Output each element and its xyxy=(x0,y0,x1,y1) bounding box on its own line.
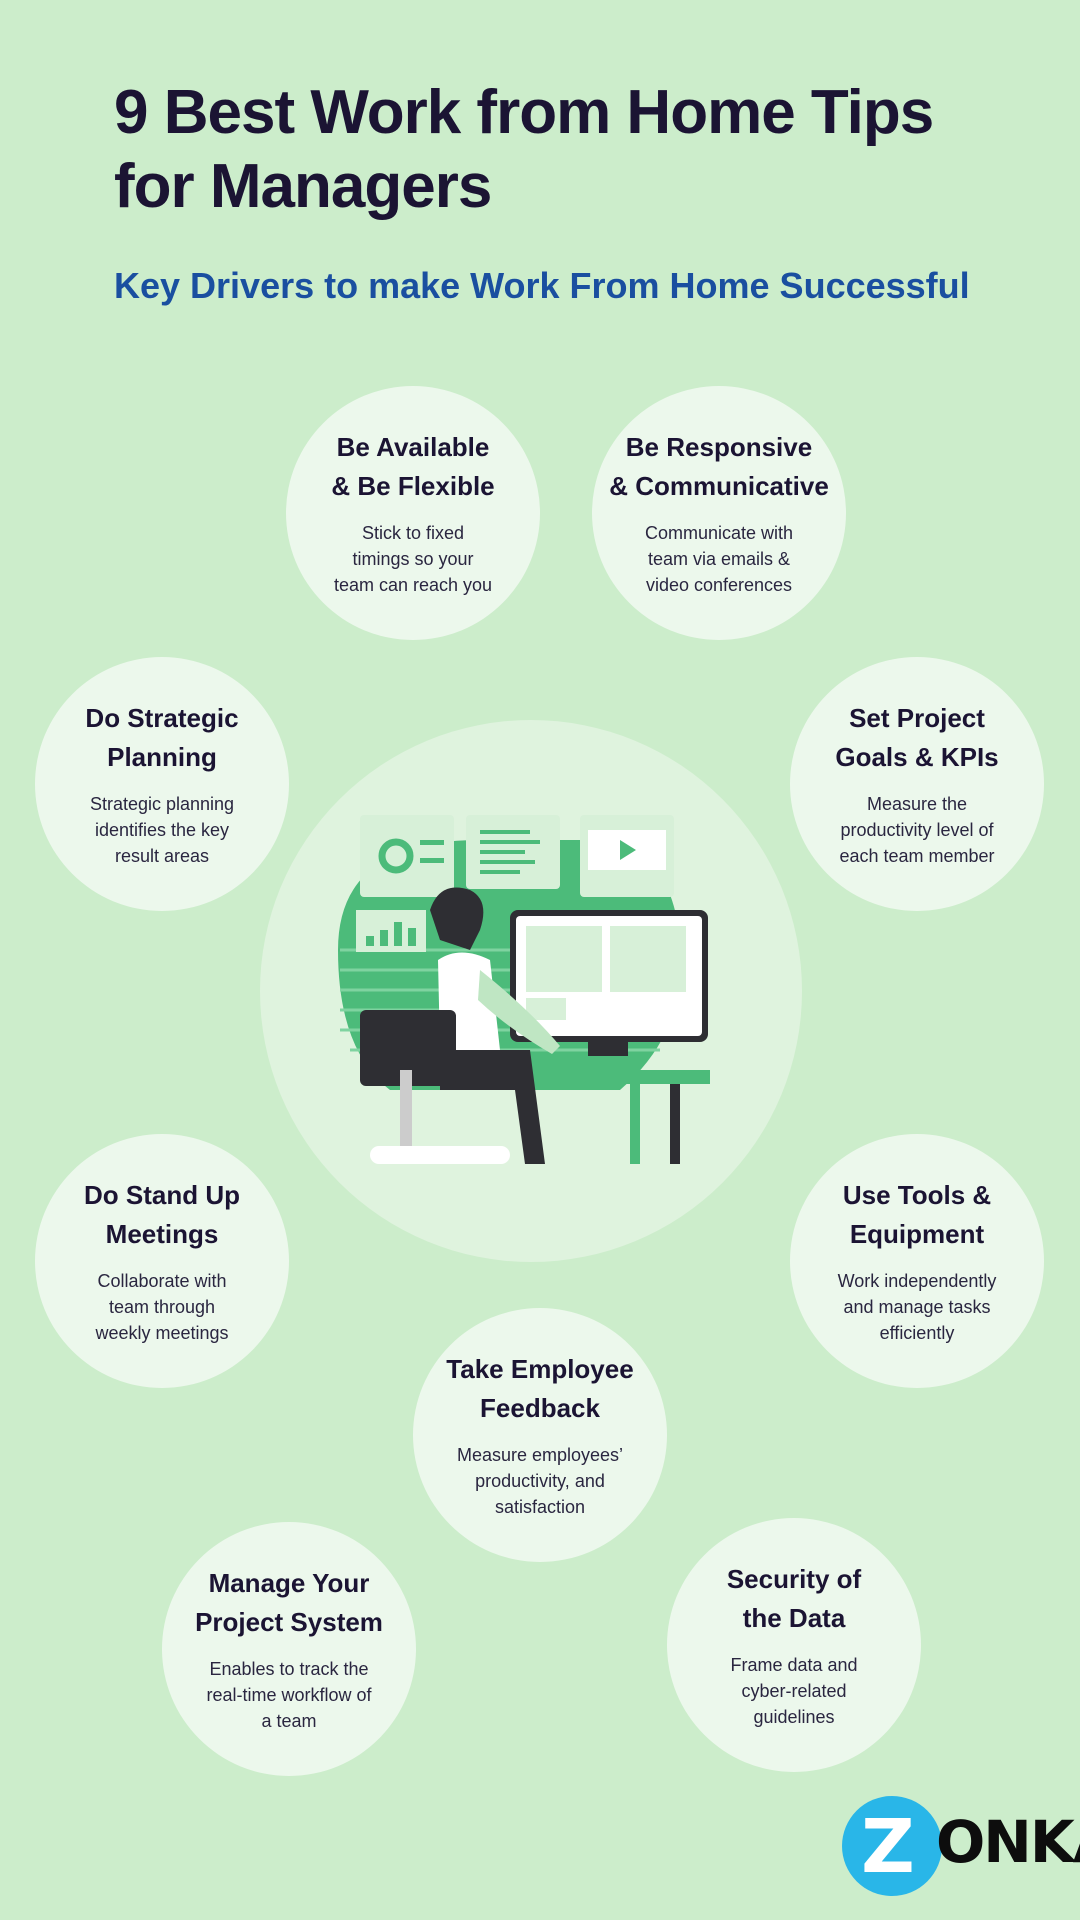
tip-be-available: Be Available & Be Flexible Stick to fixe… xyxy=(286,386,540,640)
zonka-logo: Z ONKA xyxy=(832,1794,1080,1898)
tip-title: Do Strategic Planning xyxy=(85,703,239,772)
logo-letter: Z xyxy=(861,1804,915,1890)
tip-strategic-planning: Do Strategic Planning Strategic planning… xyxy=(35,657,289,911)
tip-text: Measure employees’ productivity, and sat… xyxy=(456,1445,624,1517)
tip-text: Frame data and cyber-related guidelines xyxy=(730,1655,858,1727)
tip-title: Take Employee Feedback xyxy=(446,1354,634,1423)
tip-text: Stick to fixed timings so your team can … xyxy=(333,523,493,595)
tip-text: Measure the productivity level of each t… xyxy=(839,794,995,866)
tip-project-goals: Set Project Goals & KPIs Measure the pro… xyxy=(790,657,1044,911)
tip-text: Enables to track the real-time workflow … xyxy=(206,1659,372,1731)
tip-title: Security of the Data xyxy=(726,1564,862,1633)
tip-text: Work independently and manage tasks effi… xyxy=(837,1271,997,1343)
tip-title: Do Stand Up Meetings xyxy=(84,1180,240,1249)
tip-text: Communicate with team via emails & video… xyxy=(644,523,794,595)
page-title: 9 Best Work from Home Tips for Managers xyxy=(114,78,934,221)
tip-data-security: Security of the Data Frame data and cybe… xyxy=(667,1518,921,1772)
tip-title: Set Project Goals & KPIs xyxy=(835,703,999,772)
page-subtitle: Key Drivers to make Work From Home Succe… xyxy=(114,265,970,306)
tip-employee-feedback: Take Employee Feedback Measure employees… xyxy=(413,1308,667,1562)
zonka-logo-mark: Z xyxy=(842,1796,942,1896)
tip-title: Be Responsive & Communicative xyxy=(609,432,829,501)
tip-title: Be Available & Be Flexible xyxy=(331,432,495,501)
logo-text: ONKA xyxy=(936,1808,1080,1876)
tip-text: Collaborate with team through weekly mee… xyxy=(95,1271,229,1343)
tip-tools-equipment: Use Tools & Equipment Work independently… xyxy=(790,1134,1044,1388)
tip-title: Manage Your Project System xyxy=(195,1568,383,1637)
tip-stand-up-meetings: Do Stand Up Meetings Collaborate with te… xyxy=(35,1134,289,1388)
tip-project-system: Manage Your Project System Enables to tr… xyxy=(162,1522,416,1776)
tip-text: Strategic planning identifies the key re… xyxy=(89,794,235,866)
woman-at-computer-illustration xyxy=(338,815,710,1164)
tip-be-responsive: Be Responsive & Communicative Communicat… xyxy=(592,386,846,640)
tip-title: Use Tools & Equipment xyxy=(842,1180,992,1249)
